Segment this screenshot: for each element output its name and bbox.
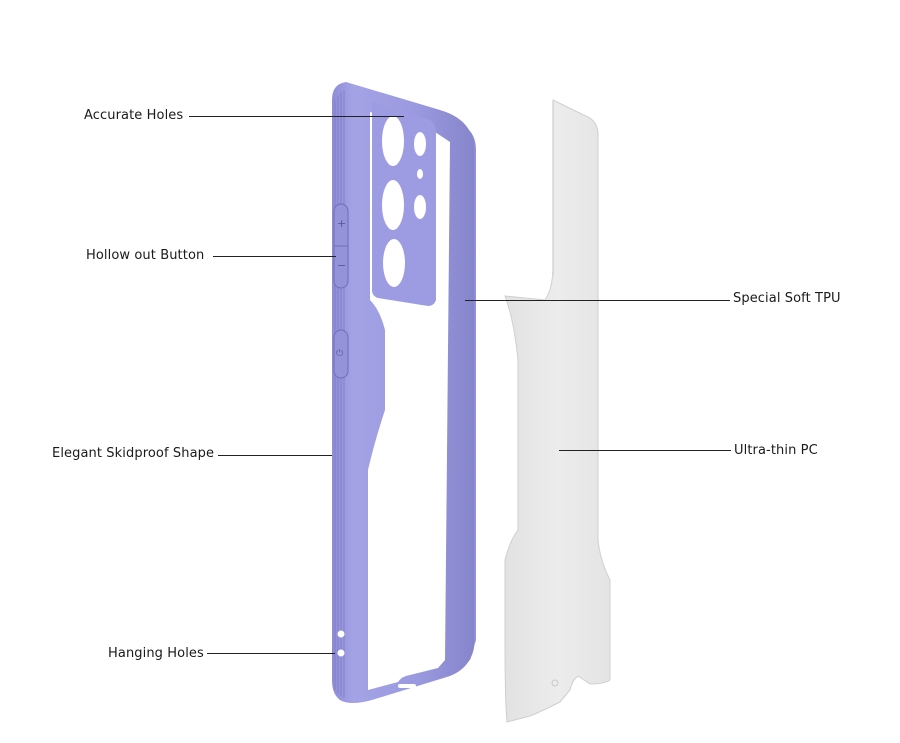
- power-button: [333, 329, 349, 379]
- pc-back-plate: [504, 99, 611, 723]
- callout-ultra-thin-pc: Ultra-thin PC: [734, 443, 818, 458]
- leader-line: [189, 116, 404, 117]
- hanging-hole: [337, 649, 345, 657]
- callout-hollow-out-button: Hollow out Button: [86, 248, 205, 263]
- leader-line: [218, 455, 332, 456]
- leader-line: [207, 653, 335, 654]
- hanging-hole: [337, 630, 345, 638]
- leader-line: [465, 300, 730, 301]
- callout-elegant-skidproof-shape: Elegant Skidproof Shape: [52, 446, 215, 461]
- volume-up-icon: +: [337, 217, 347, 230]
- callout-accurate-holes: Accurate Holes: [84, 108, 184, 123]
- tpu-frame: [332, 82, 476, 703]
- volume-down-icon: −: [337, 259, 347, 272]
- callout-hanging-holes: Hanging Holes: [108, 646, 204, 661]
- skidproof-ridges: [334, 90, 345, 698]
- leader-line: [559, 450, 731, 451]
- camera-holes: [382, 116, 426, 287]
- power-icon: ⏻: [336, 349, 344, 359]
- leader-line: [213, 256, 336, 257]
- callout-special-soft-tpu: Special Soft TPU: [733, 291, 841, 306]
